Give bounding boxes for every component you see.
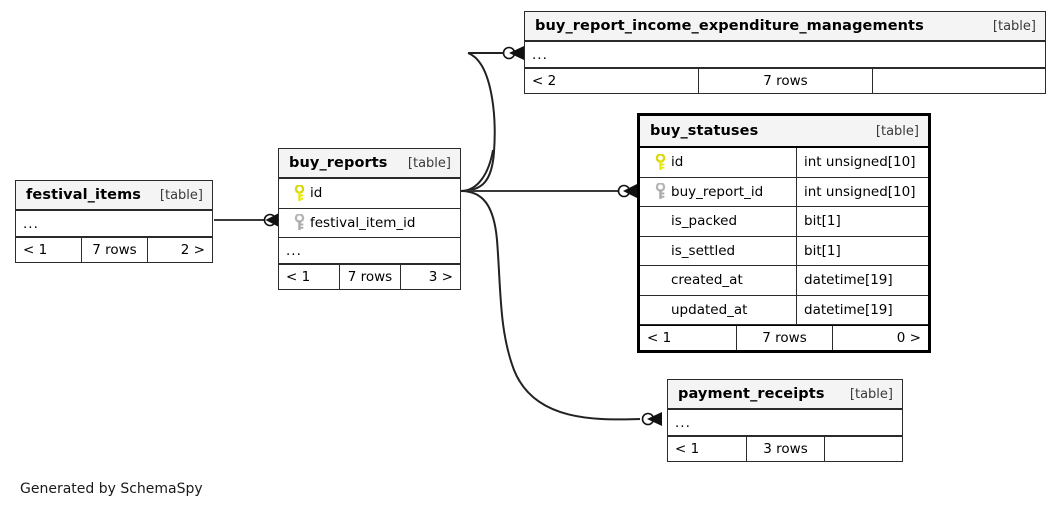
table-header: buy_statuses [table]: [640, 116, 928, 148]
column-label: festival_item_id: [310, 214, 416, 231]
footer-children-count: [824, 437, 902, 461]
column-label: buy_report_id: [671, 183, 764, 200]
table-kind-label: [table]: [992, 18, 1036, 34]
primary-key-icon: [649, 153, 671, 171]
table-footer: < 1 3 rows: [668, 436, 902, 461]
column-label: is_settled: [671, 242, 736, 259]
table-buy-reports[interactable]: buy_reports [table] id: [278, 148, 461, 290]
primary-key-icon: [288, 184, 310, 202]
table-title: buy_reports: [289, 155, 388, 171]
column-name-cell: is_settled: [640, 237, 796, 266]
column-type: datetime[19]: [796, 266, 928, 295]
column-type: datetime[19]: [796, 295, 928, 324]
table-kind-label: [table]: [159, 187, 203, 203]
table-row: created_at datetime[19]: [640, 266, 928, 296]
table-footer: < 2 7 rows: [525, 68, 1045, 93]
footer-parents-count: < 2: [532, 73, 557, 89]
edge-buy-reports-to-income-expenditure: [460, 46, 524, 192]
table-header: buy_reports [table]: [279, 149, 460, 179]
footer-row-count: 7 rows: [698, 69, 871, 93]
column-label: id: [671, 154, 684, 171]
table-row: updated_at datetime[19]: [640, 295, 928, 325]
table-footer: < 1 7 rows 0 >: [640, 325, 928, 350]
footer-parents-count: < 1: [286, 269, 311, 285]
footer-children-count: 3 >: [399, 265, 460, 289]
footer-row-count: 7 rows: [339, 265, 399, 289]
table-title: festival_items: [26, 187, 142, 203]
footer-row-count: 7 rows: [81, 238, 146, 262]
table-row: is_packed bit[1]: [640, 207, 928, 237]
column-name-cell: updated_at: [640, 296, 796, 325]
table-buy-statuses[interactable]: buy_statuses [table] id int unsigned[10]: [637, 113, 931, 353]
table-row: buy_report_id int unsigned[10]: [640, 177, 928, 207]
column-label: is_packed: [671, 213, 738, 230]
edge-buy-reports-to-buy-statuses: [461, 184, 637, 198]
column-name-cell: buy_report_id: [640, 178, 796, 207]
table-header: festival_items [table]: [16, 181, 212, 211]
footer-children-count: 0 >: [832, 326, 928, 350]
table-row: is_settled bit[1]: [640, 236, 928, 266]
table-row: festival_item_id: [279, 209, 460, 238]
footer-parents-count: < 1: [23, 242, 48, 258]
table-kind-label: [table]: [407, 155, 451, 171]
footer-parents-count: < 1: [647, 330, 672, 346]
table-kind-label: [table]: [875, 123, 919, 139]
column-name-cell: is_packed: [640, 207, 796, 236]
hidden-columns-ellipsis: ...: [668, 410, 902, 436]
edge-buy-reports-to-payment-receipts: [460, 190, 662, 426]
column-label: id: [310, 185, 323, 202]
footer-row-count: 7 rows: [736, 326, 832, 350]
table-title: payment_receipts: [678, 386, 825, 402]
footer-row-count: 3 rows: [746, 437, 824, 461]
table-footer: < 1 7 rows 2 >: [16, 237, 212, 262]
column-type: bit[1]: [796, 236, 928, 265]
table-header: buy_report_income_expenditure_management…: [525, 12, 1045, 42]
column-name-cell: id: [279, 179, 460, 208]
column-type: bit[1]: [796, 207, 928, 236]
table-title: buy_report_income_expenditure_management…: [535, 18, 924, 34]
hidden-columns-ellipsis: ...: [16, 211, 212, 237]
table-header: payment_receipts [table]: [668, 380, 902, 410]
foreign-key-icon: [288, 214, 310, 231]
table-buy-report-income-expenditure-managements[interactable]: buy_report_income_expenditure_management…: [524, 11, 1046, 94]
foreign-key-icon: [649, 183, 671, 200]
footer-children-count: 2 >: [146, 238, 212, 262]
table-title: buy_statuses: [650, 123, 759, 139]
column-type: int unsigned[10]: [796, 177, 928, 206]
table-kind-label: [table]: [849, 386, 893, 402]
column-type: int unsigned[10]: [796, 148, 928, 177]
column-label: updated_at: [671, 301, 748, 318]
table-festival-items[interactable]: festival_items [table] ... < 1 7 rows 2 …: [15, 180, 213, 263]
footer-parents-count: < 1: [675, 441, 700, 457]
table-row: id: [279, 179, 460, 209]
edge-festival-items-to-buy-reports: [214, 213, 279, 227]
column-name-cell: festival_item_id: [279, 209, 460, 238]
footer-children-count: [871, 69, 1045, 93]
column-label: created_at: [671, 272, 743, 289]
hidden-columns-ellipsis: ...: [279, 238, 460, 264]
table-payment-receipts[interactable]: payment_receipts [table] ... < 1 3 rows: [667, 379, 903, 462]
hidden-columns-ellipsis: ...: [525, 42, 1045, 68]
table-row: id int unsigned[10]: [640, 148, 928, 178]
generated-by-credit: Generated by SchemaSpy: [20, 481, 203, 497]
column-name-cell: created_at: [640, 266, 796, 295]
column-name-cell: id: [640, 148, 796, 177]
table-footer: < 1 7 rows 3 >: [279, 264, 460, 289]
